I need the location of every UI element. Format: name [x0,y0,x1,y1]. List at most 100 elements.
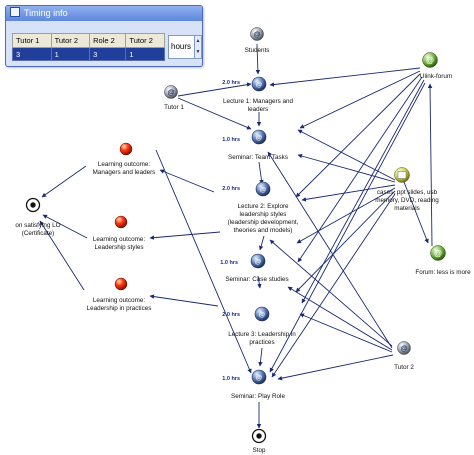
timing-value-cell[interactable]: 3 [89,47,127,61]
materials-resource[interactable]: cases, ppt slides, usb memory, DVD, read… [375,167,439,213]
outcome-2-label-line-1: Learning outcome: [93,236,145,243]
activity-icon: @ [250,253,266,269]
tutor-2-label: Tutor 2 [394,364,414,371]
window-icon [10,7,20,17]
stop-target-icon [25,197,41,213]
svg-text:@: @ [168,90,175,97]
lecture-3-duration: 2.0 hrs [222,312,240,318]
activity-icon: @ [251,76,267,92]
timing-column-header[interactable]: Tutor 2 [50,33,91,48]
seminar-play-duration: 1.0 hrs [222,376,240,382]
svg-text:@: @ [426,56,434,65]
svg-text:@: @ [256,82,262,89]
svg-text:@: @ [254,32,261,39]
outcome-1-label-line-1: Learning outcome: [98,161,150,168]
lecture-2-label-line-4: theories and models) [234,227,293,234]
svg-text:@: @ [401,346,408,353]
lecture-1-label-line-1: Lecture 1: Managers and [223,98,294,105]
students-role[interactable]: @ Students [245,27,270,55]
forum-less-label: Forum: less is more [415,269,471,276]
timing-column-header[interactable]: Tutor 1 [12,33,52,48]
seminar-case-studies-activity[interactable]: 1.0 hrs @ Seminar: Case studies [220,253,289,283]
stop-target-icon [251,428,267,444]
activity-icon: @ [255,181,271,197]
certificate-label-line-1: on satisfying LO [15,222,60,229]
forum-less-tool[interactable]: @ Forum: less is more [415,245,471,277]
lecture-1-duration: 2.0 hrs [222,80,240,86]
timing-info-title-bar[interactable]: Timing info [6,6,202,21]
timing-unit-field[interactable]: hours [168,35,196,59]
certificate-end-node[interactable]: on satisfying LO (Certificate) [15,197,61,238]
connection-lines [39,43,433,429]
lecture-1-label-line-2: leaders [248,106,269,113]
timing-value-row: 3 1 3 1 [12,47,165,61]
certificate-label-line-2: (Certificate) [22,230,55,237]
timing-column-header[interactable]: Tutor 2 [125,33,165,48]
svg-text:@: @ [259,312,265,319]
lecture-2-activity[interactable]: 2.0 hrs @ Lecture 2: Explore leadership … [222,181,299,234]
svg-text:@: @ [255,259,261,266]
timing-column-header[interactable]: Role 2 [89,33,127,48]
spinner-down-icon[interactable]: ▼ [195,49,201,55]
person-role-icon: @ [397,341,411,355]
outcome-leadership-practices[interactable]: Learning outcome: Leadership in practice… [87,277,152,312]
outcome-ball-icon [114,215,128,229]
forum-icon: @ [422,52,438,68]
ulink-forum-label: Ulink-forum [420,73,452,80]
timing-value-cell[interactable]: 1 [125,47,165,61]
lecture-2-label-line-3: (leadership development, [228,219,299,226]
svg-text:@: @ [434,249,442,258]
outcome-3-label-line-1: Learning outcome: [93,297,145,304]
lecture-3-label-line-2: practices [249,339,274,346]
spinner-up-icon[interactable]: ▲ [195,38,201,44]
activity-icon: @ [251,129,267,145]
timing-info-panel: Timing info Tutor 1 Tutor 2 Role 2 Tutor… [5,5,203,67]
stop-node[interactable]: Stop [251,428,267,455]
seminar-case-duration: 1.0 hrs [220,260,238,266]
materials-label-line-2: memory, DVD, reading [375,197,439,204]
stop-label: Stop [253,447,266,454]
person-role-icon: @ [250,27,264,41]
person-role-icon: @ [164,85,178,99]
outcome-managers-leaders[interactable]: Learning outcome: Managers and leaders [93,142,156,176]
seminar-team-label: Seminar: Team Tasks [228,154,288,161]
seminar-case-label: Seminar: Case studies [225,276,288,283]
tutor-2-role[interactable]: @ Tutor 2 [394,341,414,372]
materials-label-line-3: materials [394,205,420,212]
lecture-2-label-line-2: leadership styles [240,211,287,218]
ulink-forum-tool[interactable]: @ Ulink-forum [420,52,452,81]
timing-info-title: Timing info [24,8,68,18]
seminar-team-tasks-activity[interactable]: 1.0 hrs @ Seminar: Team Tasks [222,129,288,161]
outcome-1-label-line-2: Managers and leaders [93,169,156,176]
outcome-leadership-styles[interactable]: Learning outcome: Leadership styles [93,215,145,251]
resource-icon [394,167,410,183]
timing-value-cell[interactable]: 3 [12,47,52,61]
svg-text:@: @ [256,375,262,382]
activity-icon: @ [251,369,267,385]
tutor-1-label: Tutor 1 [164,104,184,111]
lecture-2-label-line-1: Lecture 2: Explore [237,203,289,210]
timing-table: Tutor 1 Tutor 2 Role 2 Tutor 2 3 1 3 1 [12,33,165,61]
activity-icon: @ [254,306,270,322]
materials-label-line-1: cases, ppt slides, usb [377,189,438,196]
outcome-ball-icon [119,142,133,156]
svg-text:@: @ [260,187,266,194]
seminar-play-label: Seminar: Play Role [231,393,285,400]
students-label: Students [245,47,270,54]
timing-unit-spinner[interactable]: ▲ ▼ [194,35,202,59]
outcome-ball-icon [114,277,128,291]
lecture-3-label-line-1: Lecture 3: Leadership in [228,331,296,338]
timing-header-row: Tutor 1 Tutor 2 Role 2 Tutor 2 [12,33,165,48]
outcome-3-label-line-2: Leadership in practices [87,305,152,312]
seminar-play-role-activity[interactable]: 1.0 hrs @ Seminar: Play Role [222,369,285,400]
forum-icon: @ [430,245,446,261]
outcome-2-label-line-2: Leadership styles [94,244,143,251]
svg-text:@: @ [256,135,262,142]
lecture-3-activity[interactable]: 2.0 hrs @ Lecture 3: Leadership in pract… [222,306,296,346]
lecture-1-activity[interactable]: 2.0 hrs @ Lecture 1: Managers and leader… [222,76,294,113]
tutor-1-role[interactable]: @ Tutor 1 [164,85,184,112]
lecture-2-duration: 2.0 hrs [222,186,240,192]
seminar-team-duration: 1.0 hrs [222,137,240,143]
timing-value-cell[interactable]: 1 [50,47,91,61]
